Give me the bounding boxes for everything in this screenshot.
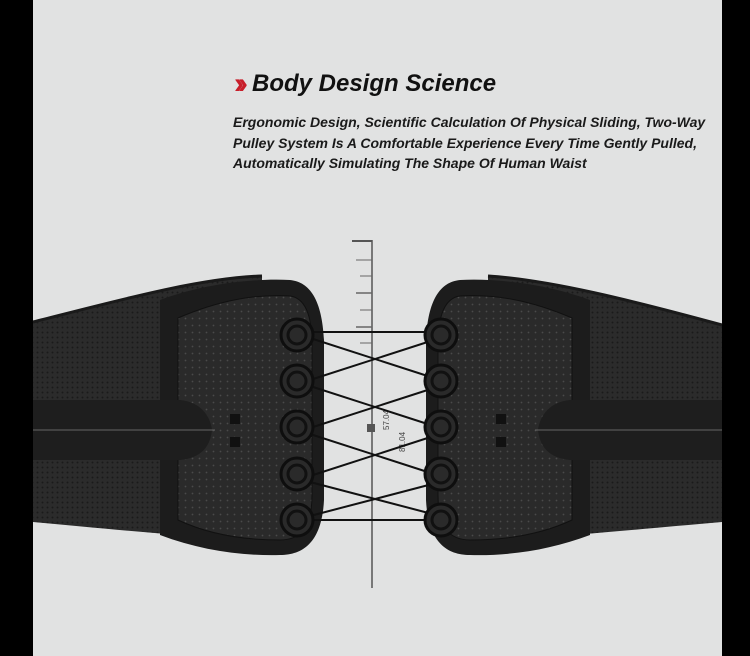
description-line-2: Pulley System Is A Comfortable Experienc…	[233, 134, 697, 151]
right-pulleys	[423, 317, 459, 538]
measurement-ruler: 57.04 81.04	[352, 240, 407, 588]
left-brace-panel	[32, 274, 324, 556]
section-title: Body Design Science	[251, 70, 497, 97]
description-line-3: Automatically Simulating The Shape Of Hu…	[233, 155, 587, 171]
section-heading: ›› Body Design Science	[234, 68, 496, 100]
left-pulleys	[279, 317, 315, 538]
pulley-laces	[309, 331, 441, 521]
section-description: Ergonomic Design, Scientific Calculation…	[233, 112, 722, 174]
right-brace-panel	[426, 274, 723, 556]
description-line-1: Ergonomic Design, Scientific Calculation…	[233, 114, 706, 130]
ruler-label-1: 57.04	[382, 409, 391, 430]
ruler-label-2: 81.04	[398, 431, 407, 452]
